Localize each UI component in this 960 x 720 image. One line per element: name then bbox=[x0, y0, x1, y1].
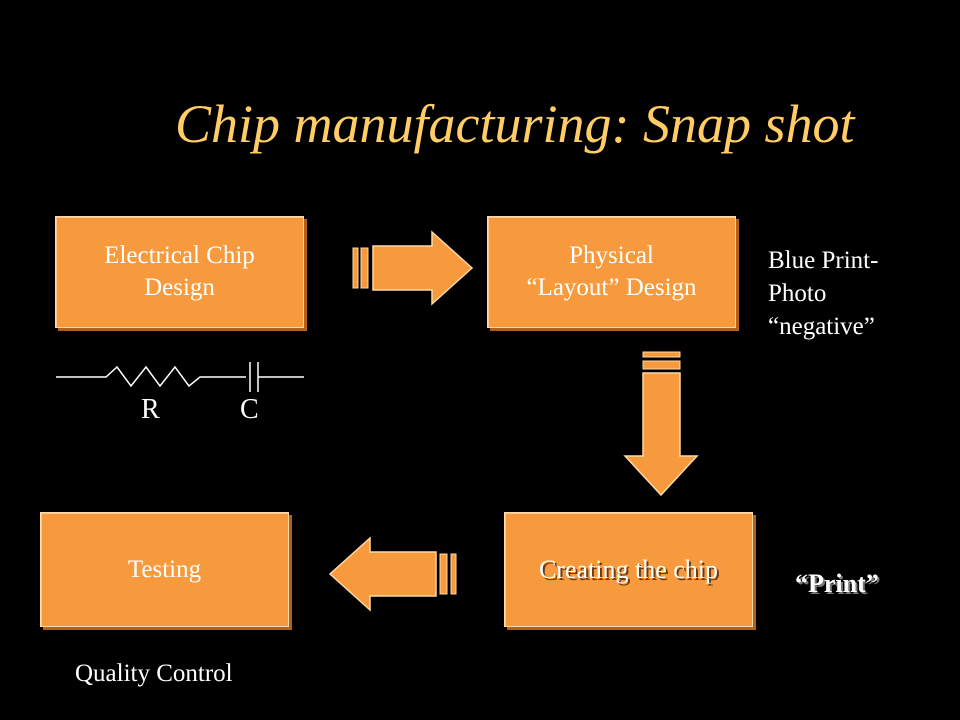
box-testing: Testing bbox=[40, 512, 289, 627]
quality-control-annotation: Quality Control bbox=[75, 660, 233, 687]
arrow-right-icon bbox=[352, 230, 474, 306]
slide-title: Chip manufacturing: Snap shot bbox=[175, 94, 855, 154]
arrow-down-icon bbox=[623, 351, 699, 497]
resistor-label: R bbox=[141, 394, 160, 425]
print-annotation: “Print” bbox=[795, 569, 879, 598]
physical-line-2: “Layout” Design bbox=[526, 274, 697, 301]
electrical-line-1: Electrical Chip bbox=[104, 242, 255, 269]
box-creating-the-chip: Creating the chip bbox=[504, 512, 753, 627]
resistor-icon bbox=[56, 365, 246, 388]
electrical-line-2: Design bbox=[144, 274, 215, 301]
blueprint-annotation: Blue Print- Photo “negative” bbox=[768, 244, 948, 343]
capacitor-label: C bbox=[240, 394, 259, 425]
testing-label: Testing bbox=[127, 555, 202, 583]
blueprint-line-2: Photo bbox=[768, 280, 827, 307]
capacitor-icon bbox=[249, 362, 304, 392]
physical-line-1: Physical bbox=[569, 242, 654, 269]
creating-label: Creating the chip bbox=[538, 554, 719, 584]
blueprint-line-1: Blue Print- bbox=[768, 247, 879, 274]
blueprint-line-3: “negative” bbox=[768, 313, 875, 340]
box-physical-layout-design: Physical “Layout” Design bbox=[487, 216, 736, 328]
arrow-left-icon bbox=[328, 536, 457, 612]
box-electrical-chip-design: Electrical Chip Design bbox=[55, 216, 304, 328]
